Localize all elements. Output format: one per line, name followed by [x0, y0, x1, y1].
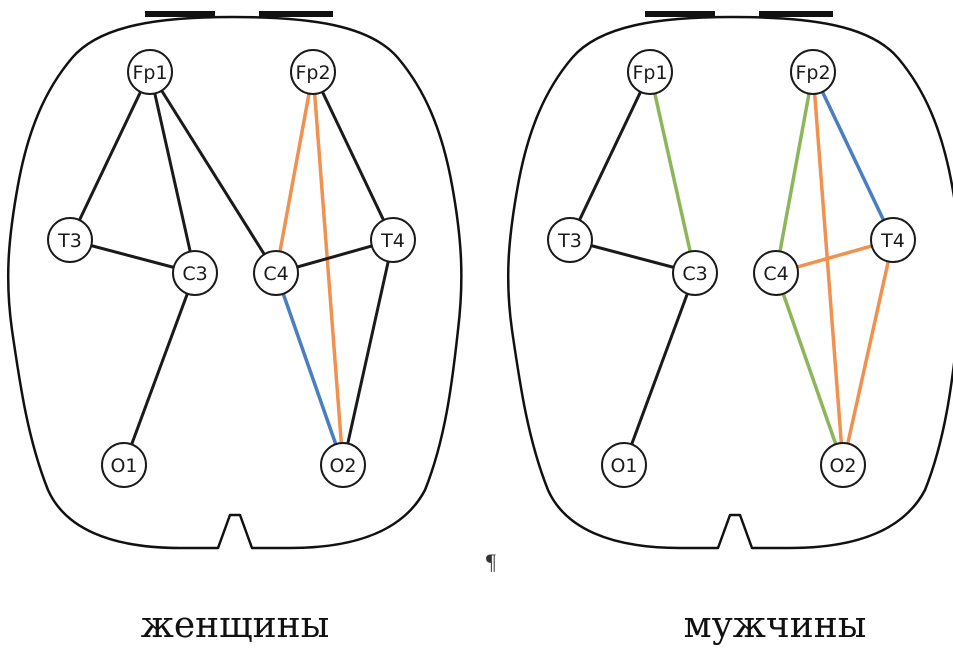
node-label-t3: T3: [557, 230, 582, 252]
node-fp1: [627, 49, 673, 95]
node-t4: [370, 217, 416, 263]
node-c3: [172, 250, 218, 296]
edge-fp1-c3: [648, 71, 697, 274]
node-fp2: [790, 49, 836, 95]
node-label-fp1: Fp1: [132, 62, 167, 84]
node-fp2: [290, 49, 336, 95]
node-o1: [101, 442, 147, 488]
edge-t4-o2: [341, 239, 395, 466]
node-label-o2: O2: [829, 455, 856, 477]
node-label-fp2: Fp2: [795, 62, 830, 84]
node-label-t3: T3: [57, 230, 82, 252]
edge-fp2-c4: [274, 71, 315, 274]
node-t3: [547, 217, 593, 263]
edge-fp2-o2: [811, 71, 845, 466]
edge-fp1-t3: [568, 71, 652, 241]
node-label-o1: O1: [610, 455, 637, 477]
edge-c4-o2: [274, 272, 345, 466]
node-t4: [870, 217, 916, 263]
node-c4: [253, 250, 299, 296]
node-label-t4: T4: [880, 230, 905, 252]
caption-women: женщины: [140, 605, 330, 646]
edge-t4-o2: [841, 239, 895, 466]
head-outline: [6, 15, 463, 550]
node-fp1: [127, 49, 173, 95]
caption-men: мужчины: [683, 605, 867, 646]
node-c3: [672, 250, 718, 296]
node-label-c4: C4: [763, 263, 788, 285]
node-label-c4: C4: [263, 263, 288, 285]
edge-fp1-c4: [148, 71, 278, 274]
node-t3: [47, 217, 93, 263]
edge-fp2-t4: [311, 71, 395, 241]
node-o2: [820, 442, 866, 488]
node-label-t4: T4: [380, 230, 405, 252]
edge-c4-o2: [774, 272, 845, 466]
node-o1: [601, 442, 647, 488]
node-o2: [320, 442, 366, 488]
paragraph-mark: ¶: [486, 549, 496, 574]
node-label-o1: O1: [110, 455, 137, 477]
edge-fp1-c3: [148, 71, 197, 274]
edge-fp1-t3: [68, 71, 152, 241]
node-label-c3: C3: [682, 263, 707, 285]
edge-fp2-t4: [811, 71, 895, 241]
head-outline: [506, 15, 953, 550]
node-c4: [753, 250, 799, 296]
edge-c3-o1: [122, 272, 197, 466]
node-label-o2: O2: [329, 455, 356, 477]
node-label-c3: C3: [182, 263, 207, 285]
node-label-fp1: Fp1: [632, 62, 667, 84]
edge-fp2-o2: [311, 71, 345, 466]
edge-c3-o1: [622, 272, 697, 466]
node-label-fp2: Fp2: [295, 62, 330, 84]
edge-fp2-c4: [774, 71, 815, 274]
